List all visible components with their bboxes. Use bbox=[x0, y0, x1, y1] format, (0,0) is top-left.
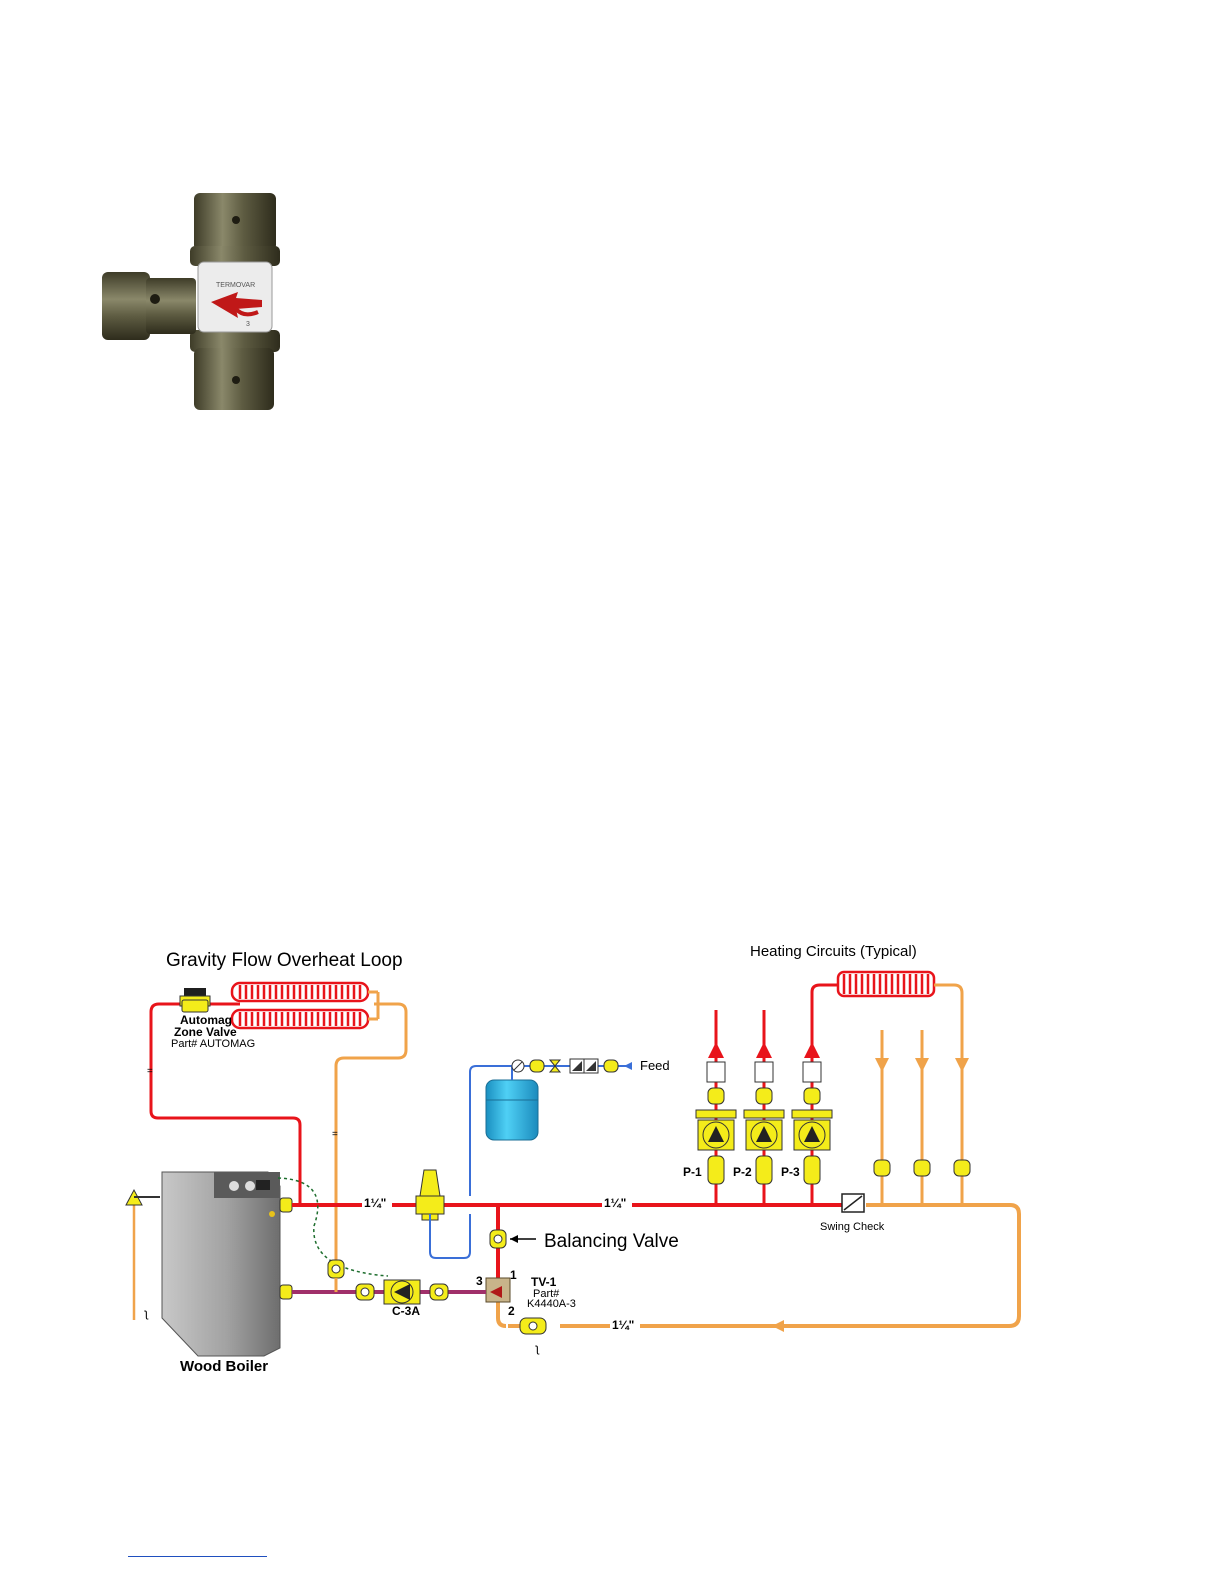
circuit-pump-part bbox=[707, 1062, 725, 1082]
pipe-size-label-1: 1¼" bbox=[364, 1196, 386, 1210]
circuit-pump-part bbox=[756, 1088, 772, 1104]
svg-text:TERMOVAR: TERMOVAR bbox=[216, 282, 255, 289]
pump-label-3: P-3 bbox=[781, 1165, 800, 1179]
overheat-purge-valve bbox=[328, 1260, 344, 1292]
zone-valve-name-2: Zone Valve bbox=[174, 1025, 237, 1039]
thermostatic-mixing-valve-tv1 bbox=[486, 1278, 510, 1302]
swing-check-label: Swing Check bbox=[820, 1221, 885, 1233]
circuit-pump-part bbox=[744, 1110, 784, 1118]
tv-port-2: 2 bbox=[508, 1304, 515, 1318]
circuit-pump-part bbox=[756, 1156, 772, 1184]
circuit-pump-part bbox=[696, 1110, 736, 1118]
thermostatic-valve-photo: TERMOVAR 3 bbox=[102, 193, 280, 410]
balancing-valve-label: Balancing Valve bbox=[544, 1231, 679, 1252]
svg-text:ʅ: ʅ bbox=[144, 1306, 149, 1320]
svg-text:3: 3 bbox=[246, 321, 250, 328]
circuit-pump-part bbox=[803, 1062, 821, 1082]
feed-label: Feed bbox=[640, 1058, 670, 1073]
overheat-loop-title: Gravity Flow Overheat Loop bbox=[166, 950, 403, 971]
zone-valve bbox=[180, 988, 210, 1012]
circulator-label: C-3A bbox=[392, 1304, 420, 1318]
tv-name: TV-1 bbox=[531, 1275, 557, 1289]
expansion-tank-assembly bbox=[430, 1059, 632, 1258]
purge-valve-return: ʅ bbox=[520, 1318, 546, 1355]
tv-port-3: 3 bbox=[476, 1274, 483, 1288]
tv-part-2: K4440A-3 bbox=[527, 1298, 576, 1310]
pipe-size-label-3: 1¼" bbox=[612, 1318, 634, 1332]
pump-label-2: P-2 bbox=[733, 1165, 752, 1179]
svg-text:ʅ: ʅ bbox=[535, 1341, 540, 1355]
svg-text:=: = bbox=[332, 1129, 338, 1140]
circuit-pump-part bbox=[804, 1088, 820, 1104]
tv-port-1: 1 bbox=[510, 1268, 517, 1282]
pipe-size-label-2: 1¼" bbox=[604, 1196, 626, 1210]
heating-circuits-title: Heating Circuits (Typical) bbox=[750, 943, 917, 960]
overheat-radiator bbox=[232, 983, 378, 1028]
air-separator bbox=[416, 1170, 444, 1220]
relief-valve: ʅ bbox=[126, 1190, 160, 1320]
pump-label-1: P-1 bbox=[683, 1165, 702, 1179]
svg-text:=: = bbox=[147, 1066, 153, 1077]
circuit-pump-part bbox=[708, 1088, 724, 1104]
footnote-separator bbox=[128, 1556, 267, 1557]
circuit-pump-part bbox=[708, 1156, 724, 1184]
circuit-pump-part bbox=[755, 1062, 773, 1082]
zone-valve-part: Part# AUTOMAG bbox=[171, 1038, 255, 1050]
circuit-pump-part bbox=[792, 1110, 832, 1118]
circuit-pump-part bbox=[804, 1156, 820, 1184]
wood-boiler bbox=[162, 1172, 292, 1356]
circulator-c3a bbox=[356, 1280, 448, 1304]
boiler-label: Wood Boiler bbox=[180, 1358, 268, 1375]
